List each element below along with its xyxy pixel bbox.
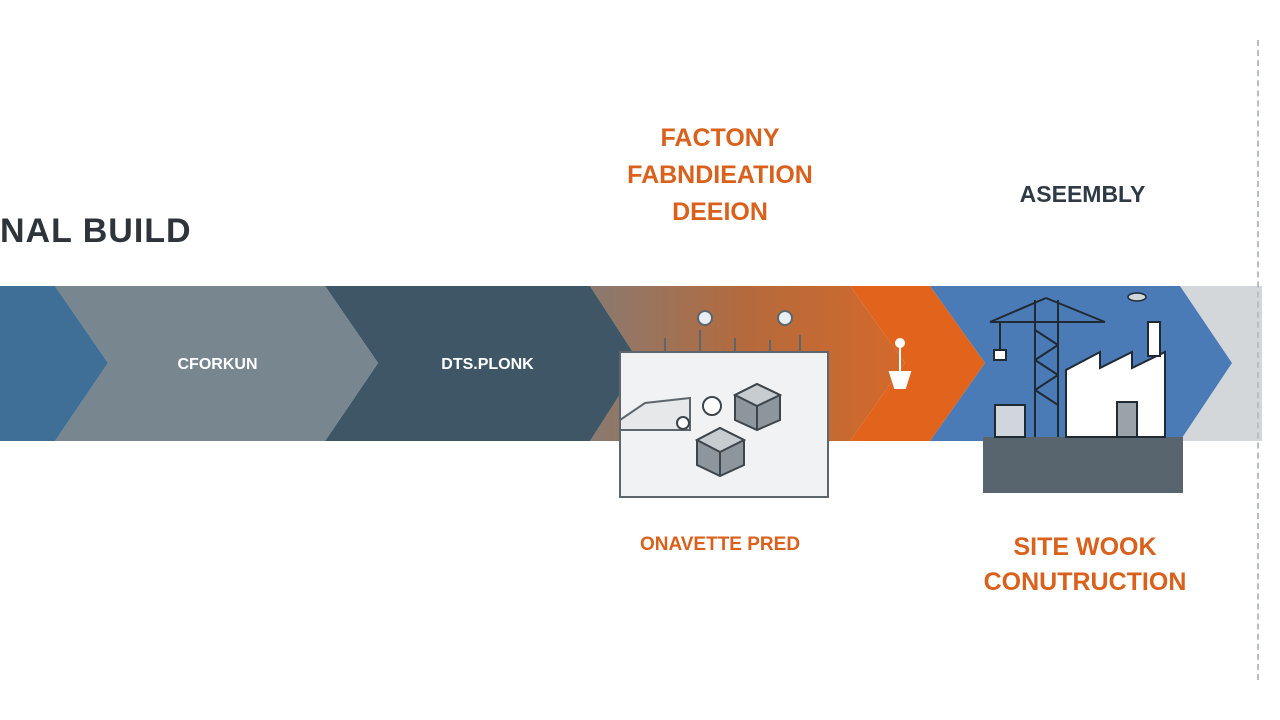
factory-icon [1065,321,1166,438]
site-work-line-1: SITE WOOK [1013,533,1157,561]
onsite-prep-label: ONAVETTE PRED [639,534,801,555]
factory-line-1: FACTONY [660,124,780,152]
cube-icon [694,426,747,478]
fabrication-illustration [619,310,829,498]
factory-line-3: DEEION [672,198,768,226]
crane-icon [989,297,1106,437]
chevron-gray [55,286,378,441]
factory-line-2: FABNDIEATION [627,161,813,189]
dropper-icon [888,338,912,389]
chevron-label-1: CFORKUN [177,356,258,373]
factory-fabrication-design-label: FACTONY FABNDIEATION DEEION [590,120,850,231]
site-illustration [983,292,1183,493]
chevron-label-2: DTS.PLONK [441,356,534,373]
process-title: NAL BUILD [0,212,192,250]
cube-icon [732,382,783,432]
chevron-slate [325,286,640,441]
chevron-blue [0,286,108,441]
site-work-line-2: CONUTRUCTION [983,568,1187,596]
dashed-divider [1257,40,1259,680]
assembly-label: ASEEMBLY [1019,181,1146,207]
chevron-orange [850,286,985,441]
site-work-construction-label: SITE WOOK CONUTRUCTION [955,530,1215,600]
chevron-tail [1180,286,1262,441]
